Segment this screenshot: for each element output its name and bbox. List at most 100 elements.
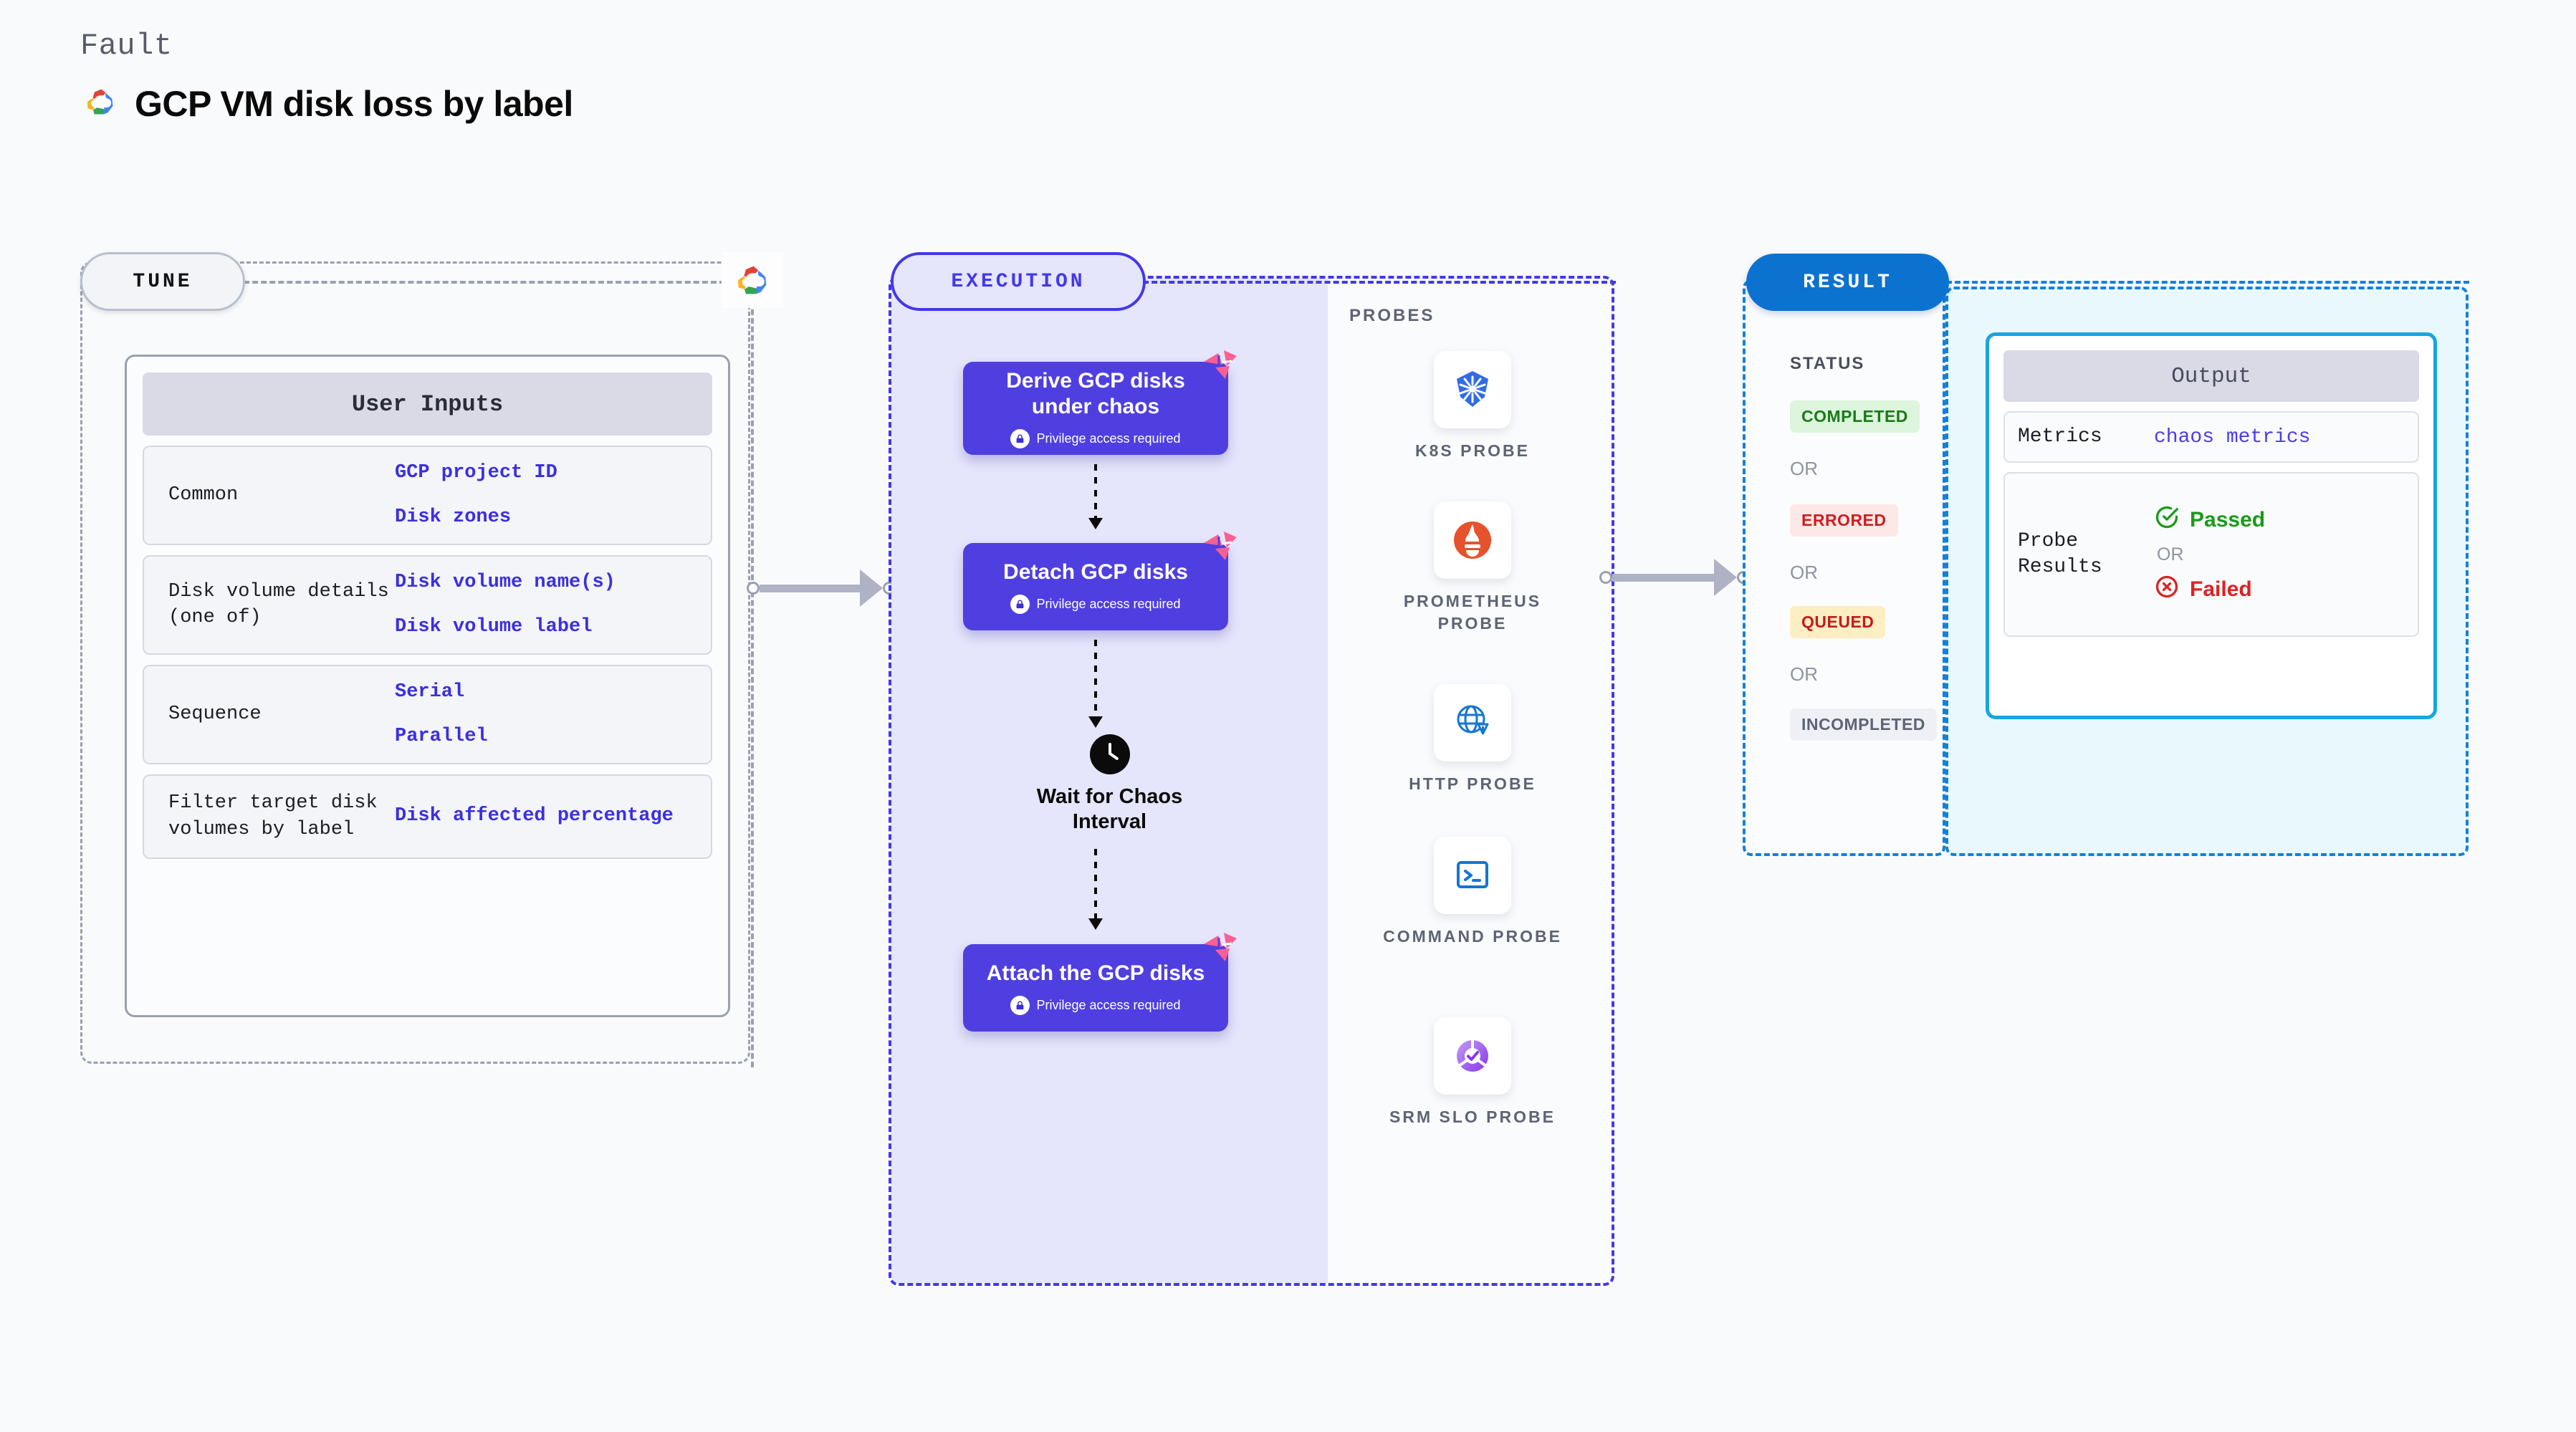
execution-stage-pill[interactable]: EXECUTION bbox=[891, 252, 1146, 311]
step-title: Attach the GCP disks bbox=[986, 961, 1205, 985]
input-row-sequence[interactable]: Sequence Serial Parallel bbox=[143, 664, 712, 764]
probe-command[interactable]: COMMAND PROBE bbox=[1331, 837, 1614, 948]
input-row-key: Sequence bbox=[168, 703, 262, 725]
probe-k8s[interactable]: K8S PROBE bbox=[1331, 351, 1614, 462]
step-derive-gcp-disks[interactable]: Derive GCP disks under chaos Privilege a… bbox=[963, 350, 1237, 455]
connector-start-dot bbox=[1599, 571, 1612, 584]
arrow-head bbox=[1088, 518, 1103, 529]
verdict-passed: Passed bbox=[2154, 504, 2405, 536]
probe-prometheus[interactable]: PROMETHEUS PROBE bbox=[1331, 501, 1614, 635]
fault-title-row: GCP VM disk loss by label bbox=[80, 82, 573, 125]
input-value: Disk volume name(s) bbox=[395, 571, 616, 593]
input-value: Serial bbox=[395, 681, 465, 703]
probe-label: COMMAND PROBE bbox=[1383, 927, 1562, 946]
gcp-cloud-icon bbox=[80, 82, 120, 125]
x-circle-icon bbox=[2154, 574, 2180, 605]
status-or-2: OR bbox=[1790, 562, 1818, 583]
arrow-shaft bbox=[1094, 640, 1097, 719]
input-value: Parallel bbox=[395, 726, 488, 748]
step-detach-gcp-disks[interactable]: Detach GCP disks Privilege access requir… bbox=[963, 532, 1237, 630]
connector-tune-to-execution bbox=[747, 570, 896, 607]
result-stage-pill[interactable]: RESULT bbox=[1746, 254, 1949, 311]
page-title: GCP VM disk loss by label bbox=[135, 83, 573, 124]
output-row-key: Metrics bbox=[2018, 426, 2102, 448]
srm-slo-icon bbox=[1434, 1017, 1511, 1095]
input-row-filter-target[interactable]: Filter target disk volumes by label Disk… bbox=[143, 774, 712, 859]
step-privilege-text: Privilege access required bbox=[1036, 597, 1181, 612]
probes-section-label: PROBES bbox=[1349, 306, 1435, 325]
input-row-values: GCP project ID Disk zones bbox=[395, 460, 696, 531]
connector-execution-to-result bbox=[1599, 559, 1750, 596]
input-row-key: Disk volume details (one of) bbox=[168, 580, 389, 629]
step-title: Derive GCP disks under chaos bbox=[1006, 369, 1185, 418]
connector-arrowhead bbox=[860, 570, 883, 607]
user-inputs-card: User Inputs Common GCP project ID Disk z… bbox=[125, 355, 730, 1017]
step-attach-gcp-disks[interactable]: Attach the GCP disks Privilege access re… bbox=[963, 933, 1237, 1032]
step-privilege-note: Privilege access required bbox=[1010, 595, 1181, 615]
status-badge-queued: QUEUED bbox=[1790, 606, 1886, 638]
input-value: Disk affected percentage bbox=[395, 805, 674, 827]
status-badge-errored: ERRORED bbox=[1790, 504, 1898, 537]
input-row-disk-volume-details[interactable]: Disk volume details (one of) Disk volume… bbox=[143, 554, 712, 655]
kubernetes-icon bbox=[1434, 351, 1511, 428]
output-row-value: chaos metrics bbox=[2154, 426, 2311, 448]
input-row-values: Disk volume name(s) Disk volume label bbox=[395, 570, 696, 640]
arrow-head bbox=[1088, 918, 1103, 930]
litmus-icon bbox=[1200, 931, 1240, 967]
probe-http[interactable]: HTTP PROBE bbox=[1331, 684, 1614, 795]
arrow-step1-to-step2 bbox=[1088, 464, 1103, 529]
step-privilege-note: Privilege access required bbox=[1010, 428, 1181, 448]
fault-kicker: Fault bbox=[80, 29, 173, 63]
output-row-key: Probe Results bbox=[2018, 530, 2102, 579]
clock-icon bbox=[1089, 734, 1130, 774]
connector-arrowhead bbox=[1714, 559, 1737, 596]
input-row-values: Serial Parallel bbox=[395, 679, 696, 750]
tune-to-gcp-dashed-link bbox=[244, 281, 725, 284]
lock-icon bbox=[1010, 428, 1030, 448]
arrow-head bbox=[1088, 716, 1103, 728]
connector-start-dot bbox=[747, 582, 760, 595]
litmus-icon bbox=[1200, 530, 1240, 566]
status-or-1: OR bbox=[1790, 458, 1818, 479]
output-card-title: Output bbox=[2003, 350, 2419, 402]
gcp-cloud-icon-node bbox=[722, 252, 783, 308]
result-pill-dashed-link bbox=[1946, 281, 2469, 284]
tune-stage-pill[interactable]: TUNE bbox=[80, 252, 245, 311]
litmus-icon bbox=[1200, 349, 1240, 385]
input-row-values: Disk affected percentage bbox=[395, 803, 696, 829]
arrow-step2-to-wait bbox=[1088, 640, 1103, 728]
probe-label: K8S PROBE bbox=[1415, 441, 1530, 460]
probes-area: PROBES bbox=[1328, 279, 1612, 1283]
result-status-panel: STATUS COMPLETED OR ERRORED OR QUEUED OR… bbox=[1743, 279, 1945, 856]
output-row-metrics[interactable]: Metrics chaos metrics bbox=[2003, 411, 2419, 463]
gcp-vertical-dashed-link bbox=[751, 301, 754, 1067]
step-title: Detach GCP disks bbox=[1003, 559, 1188, 584]
prometheus-icon bbox=[1434, 501, 1511, 579]
verdict-failed: Failed bbox=[2154, 574, 2405, 605]
output-card: Output Metrics chaos metrics Probe Resul… bbox=[1986, 332, 2437, 719]
input-value: Disk volume label bbox=[395, 616, 593, 638]
probe-srm-slo[interactable]: SRM SLO PROBE bbox=[1331, 1017, 1614, 1128]
step-privilege-text: Privilege access required bbox=[1036, 998, 1181, 1013]
verdict-or: OR bbox=[2157, 544, 2184, 564]
status-badge-incompleted: INCOMPLETED bbox=[1790, 708, 1937, 741]
step-privilege-note: Privilege access required bbox=[1010, 996, 1181, 1016]
connector-line bbox=[760, 584, 860, 592]
input-row-key: Common bbox=[168, 484, 239, 506]
output-row-probe-results[interactable]: Probe Results Passed OR bbox=[2003, 472, 2419, 638]
step-privilege-text: Privilege access required bbox=[1036, 431, 1181, 446]
lock-icon bbox=[1010, 996, 1030, 1016]
result-output-panel: Output Metrics chaos metrics Probe Resul… bbox=[1945, 287, 2469, 856]
http-globe-icon bbox=[1434, 684, 1511, 761]
tune-content: User Inputs Common GCP project ID Disk z… bbox=[80, 261, 750, 1064]
page-header: Fault GCP VM disk loss by label bbox=[80, 29, 573, 125]
probe-label: PROMETHEUS PROBE bbox=[1403, 592, 1542, 633]
probe-label: HTTP PROBE bbox=[1409, 774, 1536, 793]
user-inputs-title: User Inputs bbox=[143, 373, 712, 436]
input-row-common[interactable]: Common GCP project ID Disk zones bbox=[143, 446, 712, 545]
status-badge-completed: COMPLETED bbox=[1790, 400, 1920, 433]
status-or-3: OR bbox=[1790, 663, 1818, 685]
verdict-group: Passed OR Failed bbox=[2154, 504, 2405, 605]
terminal-icon bbox=[1434, 837, 1511, 914]
input-value: GCP project ID bbox=[395, 462, 557, 484]
